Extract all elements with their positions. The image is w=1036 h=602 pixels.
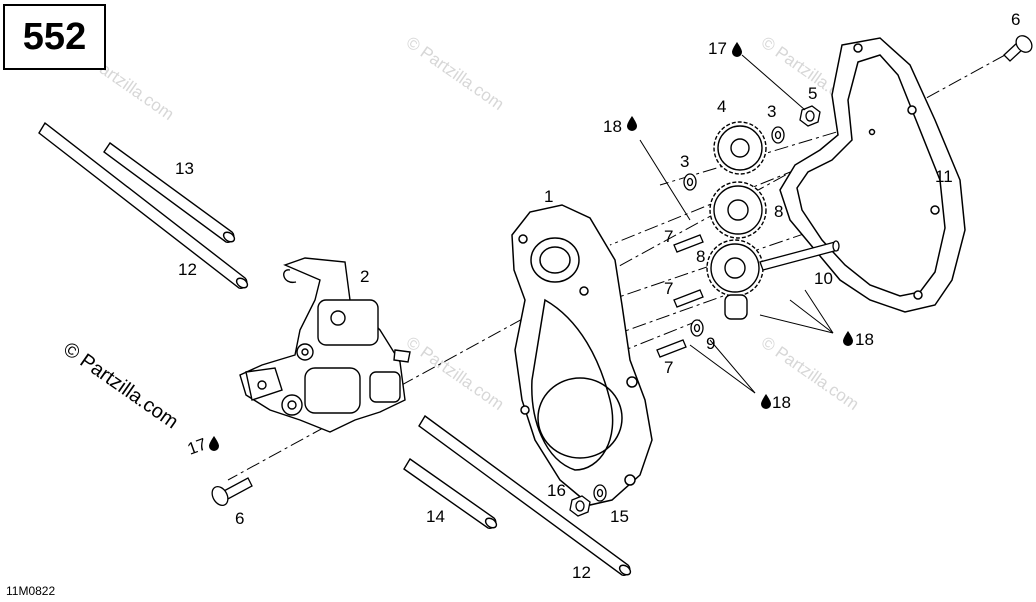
oil-drop-icon (761, 394, 771, 409)
shaft-10 (759, 240, 840, 271)
rod-13 (103, 142, 236, 243)
gear-4 (713, 121, 767, 175)
gear-8-upper (709, 181, 767, 239)
nut-16 (569, 495, 591, 517)
washer-3-lower (683, 173, 697, 191)
oil-drop-icon (732, 42, 742, 57)
watermark-large: © Partzilla.com (59, 338, 182, 433)
gear-8-lower (706, 239, 764, 320)
callout-18: 18 (772, 393, 791, 412)
callout-17: 17 (185, 434, 209, 458)
callout-15: 15 (610, 507, 629, 526)
oil-pump (239, 257, 411, 433)
oil-drop-icons (209, 42, 853, 451)
leader-lines (639, 54, 834, 394)
rod-12-lower (418, 414, 632, 576)
washer-9 (690, 319, 704, 337)
screw-6-right (1003, 35, 1033, 62)
callout-7: 7 (664, 227, 673, 246)
callout-7: 7 (664, 358, 673, 377)
callout-13: 13 (175, 159, 194, 178)
rod-12-upper (38, 121, 249, 289)
callout-17: 17 (708, 39, 727, 58)
figure-code: 11M0822 (6, 584, 56, 598)
callout-4: 4 (717, 97, 726, 116)
callout-6: 6 (1011, 10, 1020, 29)
callouts: 1 2 3 3 4 5 6 6 7 7 7 8 8 9 10 11 12 12 … (175, 10, 1020, 582)
dowel-pins (656, 234, 704, 358)
callout-3: 3 (680, 152, 689, 171)
oil-drop-icon (627, 116, 637, 131)
callout-10: 10 (814, 269, 833, 288)
housing-cover (511, 204, 653, 506)
gasket (779, 37, 966, 313)
callout-11: 11 (935, 167, 953, 186)
callout-9: 9 (706, 334, 715, 353)
callout-8: 8 (696, 247, 705, 266)
screw-6-left (211, 477, 253, 506)
callout-12: 12 (572, 563, 591, 582)
page-number: 552 (22, 15, 87, 58)
callout-6: 6 (235, 509, 244, 528)
callout-1: 1 (544, 187, 553, 206)
watermark-text: © Partzilla.com (403, 33, 508, 114)
callout-16: 16 (547, 481, 566, 500)
washer-15 (593, 484, 607, 502)
washer-3-upper (771, 126, 785, 144)
oil-drop-icon (209, 436, 219, 451)
callout-2: 2 (360, 267, 369, 286)
rod-14 (403, 457, 498, 529)
callout-5: 5 (808, 84, 817, 103)
callout-18: 18 (603, 117, 622, 136)
callout-12: 12 (178, 260, 197, 279)
oil-drop-icon (843, 331, 853, 346)
callout-3: 3 (767, 102, 776, 121)
callout-8: 8 (774, 202, 783, 221)
nut-5 (799, 105, 821, 127)
callout-18: 18 (855, 330, 874, 349)
callout-7: 7 (664, 279, 673, 298)
watermark-text: © Partzilla.com (403, 333, 508, 414)
callout-14: 14 (426, 507, 445, 526)
page-number-box: 552 (3, 4, 106, 70)
